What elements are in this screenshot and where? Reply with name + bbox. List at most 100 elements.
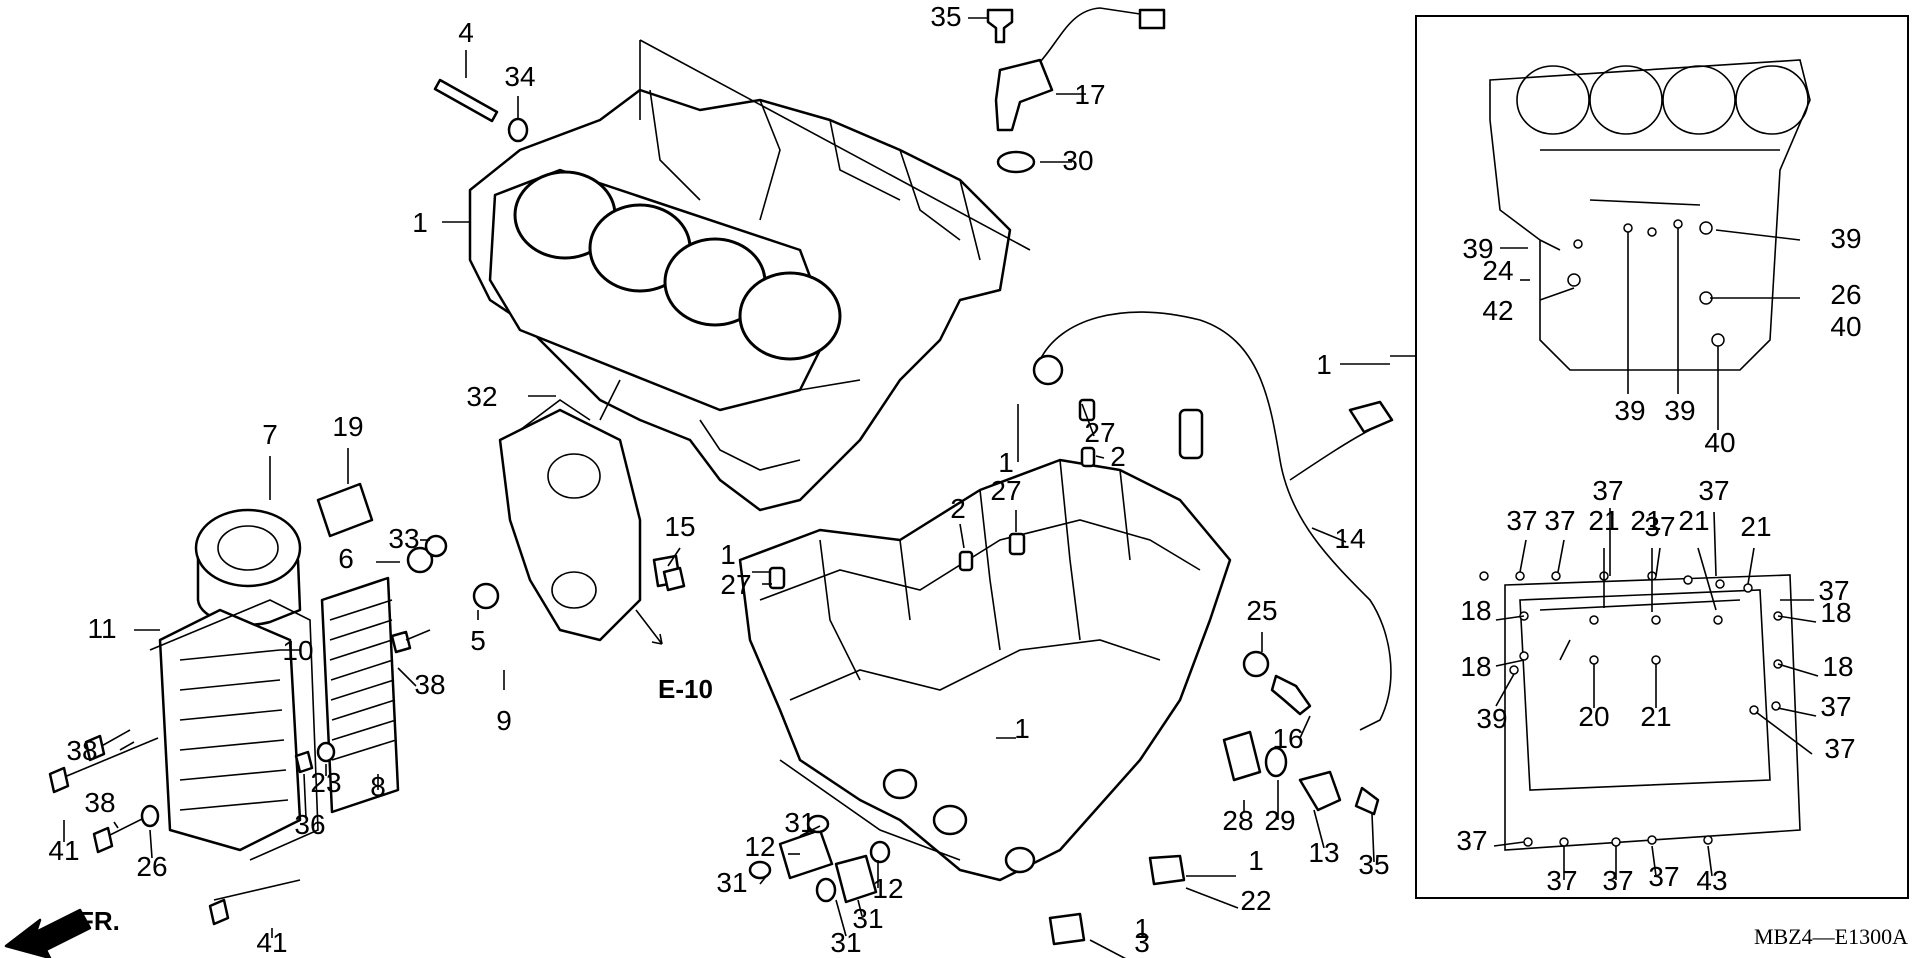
callout-label: 37 <box>1818 575 1849 606</box>
callout-leader <box>1655 547 1661 577</box>
callout-leader <box>835 899 847 937</box>
callout-label: 38 <box>84 787 115 818</box>
front-direction-arrow <box>4 908 92 958</box>
callout-leader <box>759 873 769 885</box>
reference-page-label: E-10 <box>658 674 713 704</box>
callout-label: 39 <box>1476 703 1507 734</box>
callout-label: 30 <box>1062 145 1093 176</box>
callout-label: 21 <box>1588 505 1619 536</box>
callout-label: 1 <box>1316 349 1332 380</box>
callout-label: 37 <box>1456 825 1487 856</box>
front-direction-label: FR. <box>78 906 120 936</box>
callout-label: 31 <box>716 867 747 898</box>
callout-label: 40 <box>1704 427 1735 458</box>
callout-label: 37 <box>1506 505 1537 536</box>
callout-label: 37 <box>1648 861 1679 892</box>
callout-label: 1 <box>412 207 428 238</box>
oil-filter <box>194 482 374 626</box>
callout-label: 1 <box>1134 913 1150 944</box>
callout-label: 17 <box>1074 79 1105 110</box>
callout-label: 18 <box>1460 595 1491 626</box>
callout-leader <box>1371 813 1375 863</box>
callout-label: 25 <box>1246 595 1277 626</box>
callout-leader <box>1495 673 1515 707</box>
callout-label: 18 <box>1460 651 1491 682</box>
callout-label: 40 <box>1830 311 1861 342</box>
callout-label: 41 <box>256 927 287 958</box>
callout-label: 35 <box>930 1 961 32</box>
callout-label: 39 <box>1462 233 1493 264</box>
callout-leader <box>397 667 417 687</box>
callout-leader <box>303 773 307 819</box>
callout-label: 21 <box>1630 505 1661 536</box>
callout-leader <box>1707 845 1713 877</box>
callout-leader <box>1095 455 1105 459</box>
callout-label: 37 <box>1592 475 1623 506</box>
callout-label: 36 <box>294 809 325 840</box>
callout-leader <box>1081 403 1095 437</box>
callout-leader <box>1697 547 1717 611</box>
drawing-code: MBZ4—E1300A <box>1754 924 1908 949</box>
callout-label: 42 <box>1482 295 1513 326</box>
callout-label: 22 <box>1240 885 1271 916</box>
callout-label: 31 <box>784 807 815 838</box>
washer-34 <box>507 117 529 143</box>
callout-label: 39 <box>1830 223 1861 254</box>
callout-label: 21 <box>1678 505 1709 536</box>
callout-label: 2 <box>1110 441 1126 472</box>
callout-label: 15 <box>664 511 695 542</box>
callout-label: 41 <box>48 835 79 866</box>
callout-label: 8 <box>370 771 386 802</box>
oil-cooler <box>320 576 400 814</box>
callout-leader <box>149 829 153 859</box>
small-parts <box>1048 650 1380 946</box>
dowel-pins <box>768 398 1096 590</box>
callout-label: 21 <box>1640 701 1671 732</box>
inset-panel <box>1390 15 1909 899</box>
callout-label: 1 <box>1248 845 1264 876</box>
callout-label: 1 <box>720 539 736 570</box>
callout-leader <box>1651 845 1657 877</box>
callout-leader <box>857 899 863 917</box>
callout-label: 27 <box>990 475 1021 506</box>
callout-label: 13 <box>1308 837 1339 868</box>
callout-label: 21 <box>1740 511 1771 542</box>
callout-label: 31 <box>830 927 861 958</box>
callout-leader <box>799 825 821 837</box>
callout-label: 31 <box>852 903 883 934</box>
callout-label: 33 <box>388 523 419 554</box>
callout-label: 28 <box>1222 805 1253 836</box>
callout-leader <box>1539 287 1575 301</box>
callout-leader <box>1089 939 1127 958</box>
callout-label: 20 <box>1578 701 1609 732</box>
callout-label: 10 <box>282 635 313 666</box>
ref-arrow <box>635 609 663 645</box>
cylinder-bore-4 <box>738 271 842 361</box>
callout-label: 26 <box>1830 279 1861 310</box>
callout-label: 37 <box>1698 475 1729 506</box>
callout-label: 37 <box>1644 511 1675 542</box>
oil-nipple <box>316 482 374 538</box>
o-ring-30 <box>996 150 1036 174</box>
stud-bolt <box>433 78 529 143</box>
oil-pump-body <box>498 399 642 642</box>
callout-leader <box>1715 229 1801 241</box>
callout-label: 5 <box>470 625 486 656</box>
callout-label: 39 <box>1614 395 1645 426</box>
callout-label: 2 <box>950 493 966 524</box>
callout-label: 23 <box>310 767 341 798</box>
callout-label: 39 <box>1664 395 1695 426</box>
callout-label: 27 <box>720 569 751 600</box>
callout-leader <box>667 547 681 567</box>
callout-leader <box>1777 663 1819 677</box>
callout-leader <box>1713 511 1717 577</box>
callout-label: 38 <box>66 735 97 766</box>
callout-leader <box>1495 615 1525 621</box>
callout-label: 12 <box>744 831 775 862</box>
callout-leader <box>1495 659 1525 667</box>
callout-label: 29 <box>1264 805 1295 836</box>
callout-label: 18 <box>1822 651 1853 682</box>
lower-crankcase <box>738 458 1232 882</box>
